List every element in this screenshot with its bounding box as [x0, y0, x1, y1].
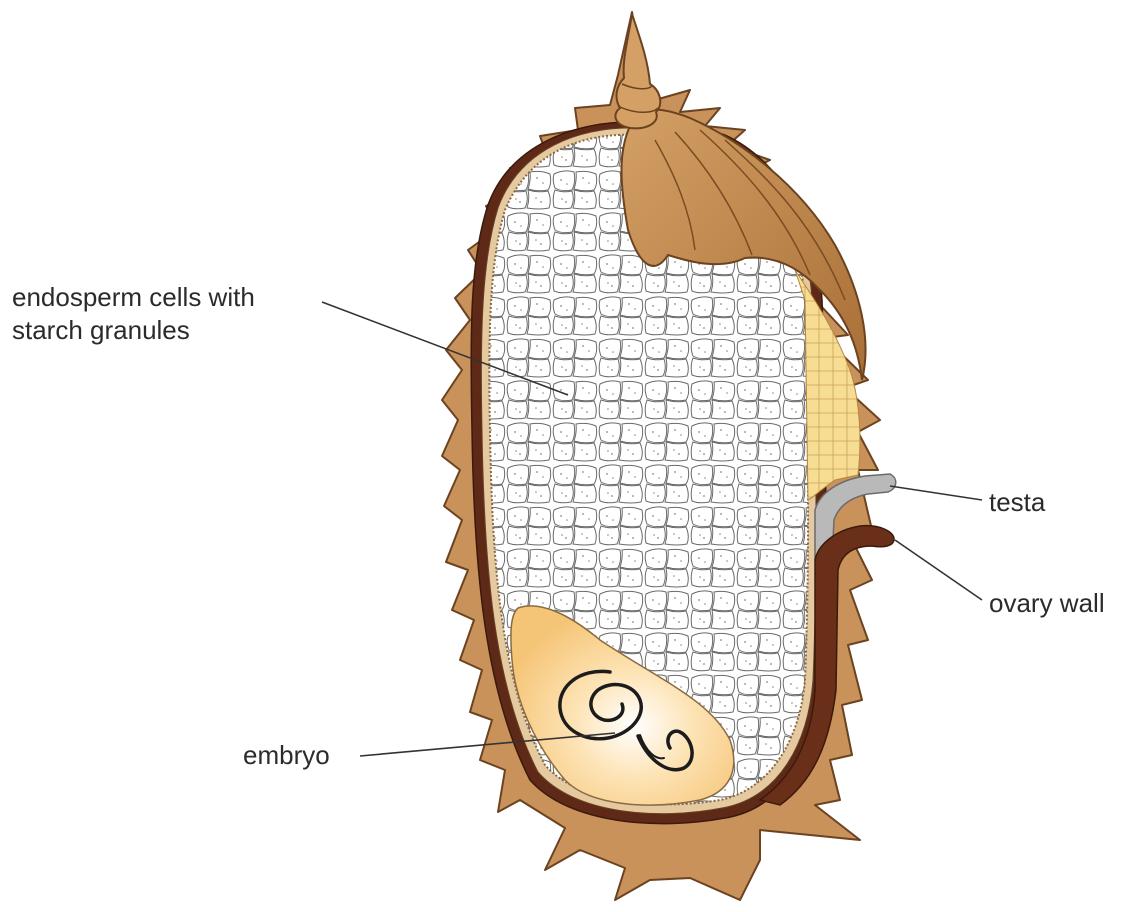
leader-ovary-wall: [895, 540, 982, 600]
label-endosperm-line1: endosperm cells with: [12, 281, 255, 314]
label-testa: testa: [989, 486, 1045, 519]
label-endosperm-line2: starch granules: [12, 314, 255, 347]
label-ovary-wall: ovary wall: [989, 587, 1105, 620]
label-endosperm: endosperm cells with starch granules: [12, 281, 255, 347]
leader-testa: [890, 486, 982, 500]
label-embryo: embryo: [243, 739, 330, 772]
